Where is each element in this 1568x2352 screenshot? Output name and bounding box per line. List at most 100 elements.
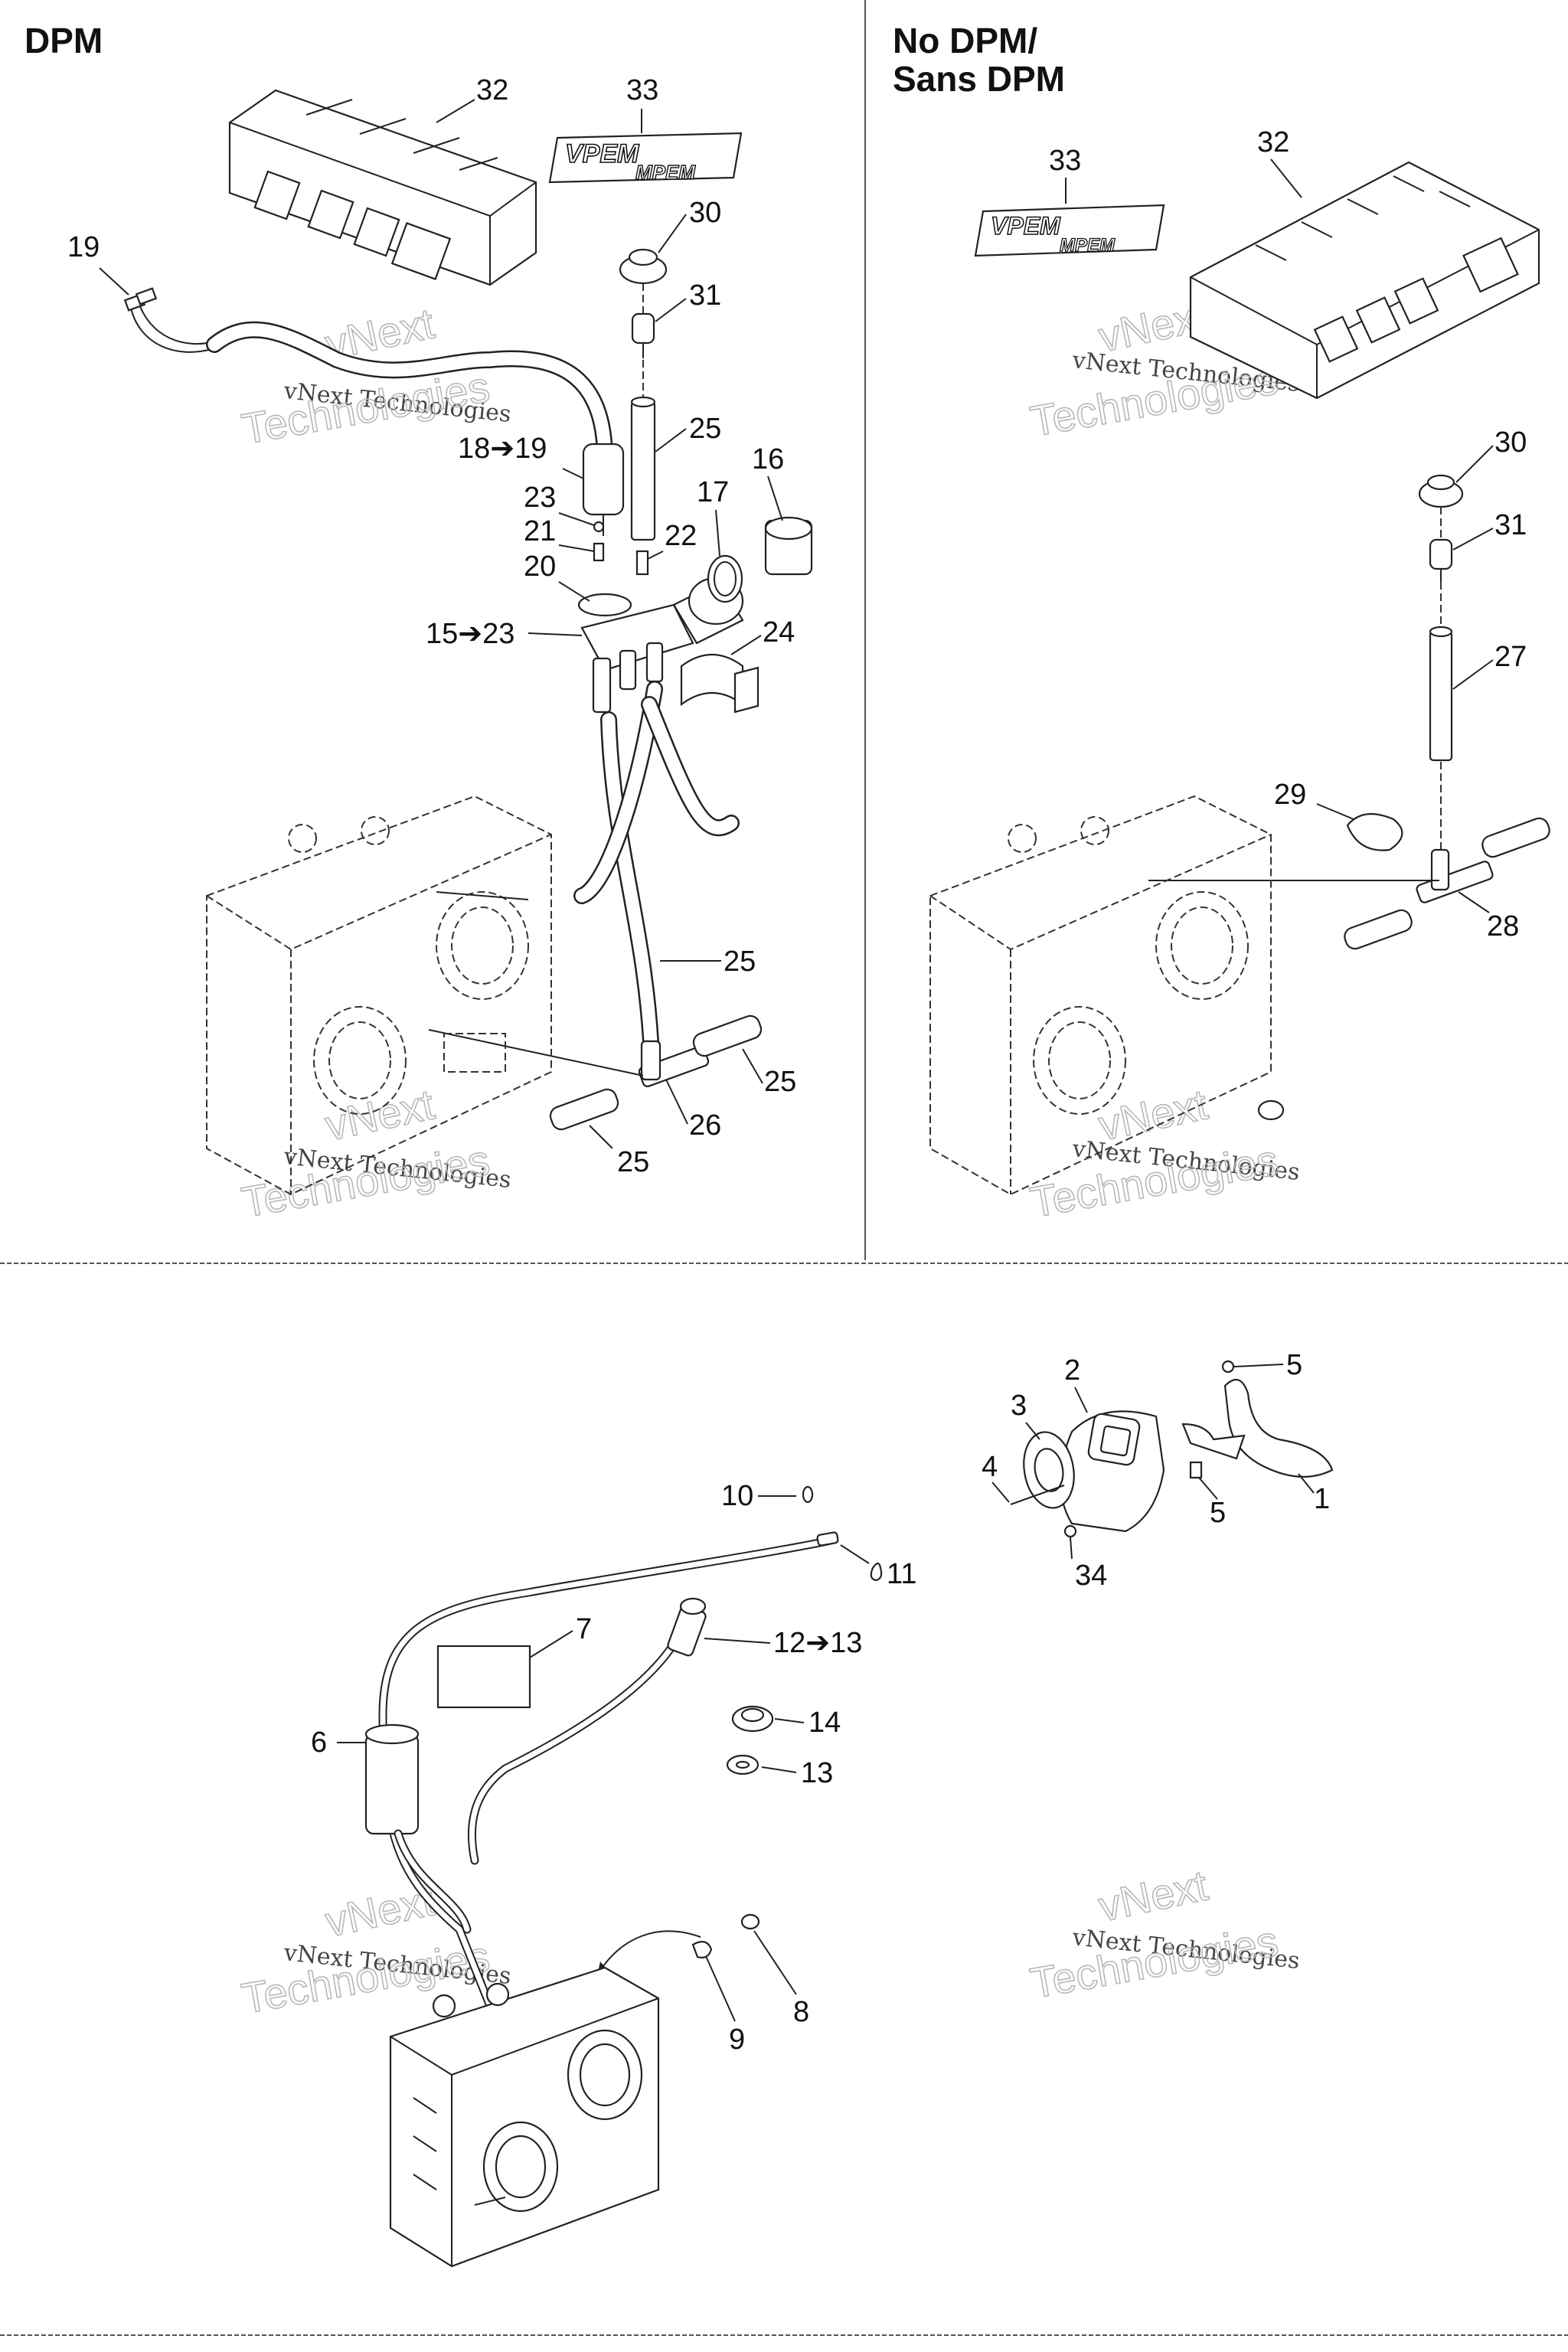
svg-text:20: 20 (524, 550, 556, 583)
callouts-nodpm: 33 32 30 31 27 29 28 (1049, 126, 1527, 942)
grommet-30-nodpm (1418, 474, 1464, 508)
screw-4 (1010, 1485, 1065, 1505)
washer-23 (593, 521, 605, 533)
svg-text:18➔19: 18➔19 (458, 433, 547, 465)
fitting-22 (635, 550, 649, 576)
svg-text:11: 11 (887, 1558, 916, 1590)
svg-text:MPEM: MPEM (1060, 235, 1116, 256)
label-7 (436, 1645, 531, 1709)
hose-28-left (1344, 909, 1413, 950)
tee-fitting-26 (638, 1040, 710, 1088)
svg-text:28: 28 (1487, 910, 1519, 942)
svg-text:25: 25 (724, 946, 756, 978)
fitting-31 (631, 312, 655, 358)
no-dpm-section-title: No DPM/ (893, 21, 1038, 60)
svg-text:vNext: vNext (321, 1080, 439, 1149)
ecu-module-32-nodpm (1189, 161, 1540, 400)
throttle-lever-1 (1181, 1378, 1334, 1478)
throttle-cable (378, 1531, 839, 2011)
wire-harness-19 (123, 287, 613, 468)
svg-text:vNext: vNext (1094, 1860, 1212, 1930)
clip-10 (802, 1485, 814, 1504)
svg-text:8: 8 (793, 1996, 809, 2028)
washer-13 (726, 1754, 760, 1775)
screw-5-bottom (1189, 1461, 1203, 1479)
bracket-20 (577, 593, 632, 617)
svg-text:32: 32 (1257, 126, 1289, 158)
svg-text:17: 17 (697, 476, 729, 508)
watermark-bottom-right: vNext vNext Technologies Technologies (1026, 1860, 1301, 2007)
svg-text:30: 30 (1494, 426, 1527, 459)
callouts-bottom: 2 5 3 4 5 1 34 10 11 7 12➔13 6 14 (311, 1349, 1330, 2056)
hose-28-right (1481, 817, 1550, 858)
svg-text:21: 21 (524, 515, 556, 547)
svg-text:1: 1 (1314, 1483, 1330, 1515)
logo-decal-33: VPEM MPEM (548, 132, 743, 185)
ecu-module-32 (228, 89, 537, 286)
hose-25-left (549, 1088, 619, 1131)
screw-5-top (1221, 1360, 1235, 1374)
watermark-dpm-bottom: vNext vNext Technologies Technologies (237, 1079, 512, 1227)
hose-27 (1429, 626, 1453, 762)
svg-text:5: 5 (1210, 1497, 1226, 1529)
svg-text:4: 4 (982, 1451, 998, 1483)
svg-text:VPEM: VPEM (565, 139, 639, 168)
svg-text:16: 16 (752, 443, 784, 475)
washer-8 (740, 1913, 760, 1930)
cap-16 (764, 516, 813, 576)
svg-text:7: 7 (576, 1613, 592, 1645)
svg-text:2: 2 (1064, 1354, 1080, 1387)
svg-text:6: 6 (311, 1726, 327, 1759)
cover-3 (1023, 1431, 1075, 1509)
screw-21 (593, 542, 605, 562)
tee-fitting-28 (1416, 848, 1494, 903)
svg-text:22: 22 (665, 520, 697, 552)
clip-9 (691, 1941, 713, 1958)
svg-text:27: 27 (1494, 641, 1527, 673)
carburetor-nodpm (929, 795, 1285, 1196)
svg-text:MPEM: MPEM (635, 161, 696, 184)
svg-text:30: 30 (689, 197, 721, 229)
svg-text:15➔23: 15➔23 (426, 618, 514, 650)
svg-text:19: 19 (67, 231, 100, 263)
svg-text:Technologies: Technologies (238, 1135, 493, 1227)
cable-junction-6 (364, 1723, 472, 1934)
throttle-housing-2 (1059, 1410, 1165, 1533)
clamp-24 (680, 653, 760, 714)
fitting-31-nodpm (1429, 538, 1453, 582)
svg-text:32: 32 (476, 74, 508, 106)
svg-text:31: 31 (1494, 509, 1527, 541)
svg-text:33: 33 (626, 74, 658, 106)
carburetor-bottom (389, 1966, 660, 2268)
svg-text:23: 23 (524, 482, 556, 514)
svg-text:25: 25 (689, 413, 721, 445)
logo-decal-33-nodpm: VPEM MPEM (974, 204, 1165, 257)
svg-text:5: 5 (1286, 1349, 1302, 1381)
svg-text:13: 13 (801, 1757, 833, 1789)
svg-text:26: 26 (689, 1109, 721, 1142)
svg-text:9: 9 (729, 2024, 745, 2056)
hose-25-upper (630, 396, 656, 541)
watermark-nodpm-bottom: vNext vNext Technologies Technologies (1026, 1079, 1301, 1227)
grommet-30 (619, 248, 668, 285)
nut-34 (1063, 1524, 1077, 1538)
svg-text:31: 31 (689, 279, 721, 312)
svg-text:33: 33 (1049, 145, 1081, 177)
solenoid-18 (582, 443, 625, 536)
clip-29 (1346, 813, 1403, 851)
svg-text:24: 24 (763, 616, 795, 648)
svg-text:14: 14 (808, 1707, 841, 1739)
callouts-dpm: 32 33 30 31 19 25 18➔19 16 17 23 21 22 2… (67, 74, 796, 1178)
dpm-section-title: DPM (24, 21, 103, 60)
nut-14 (731, 1705, 774, 1733)
svg-text:29: 29 (1274, 779, 1306, 811)
svg-text:12➔13: 12➔13 (773, 1627, 862, 1659)
svg-text:10: 10 (721, 1480, 753, 1512)
carburetor-dpm (206, 795, 552, 1196)
hose-25-right (692, 1014, 763, 1057)
svg-text:VPEM: VPEM (991, 212, 1061, 240)
sans-dpm-section-title: Sans DPM (893, 59, 1065, 99)
svg-text:34: 34 (1075, 1560, 1107, 1592)
